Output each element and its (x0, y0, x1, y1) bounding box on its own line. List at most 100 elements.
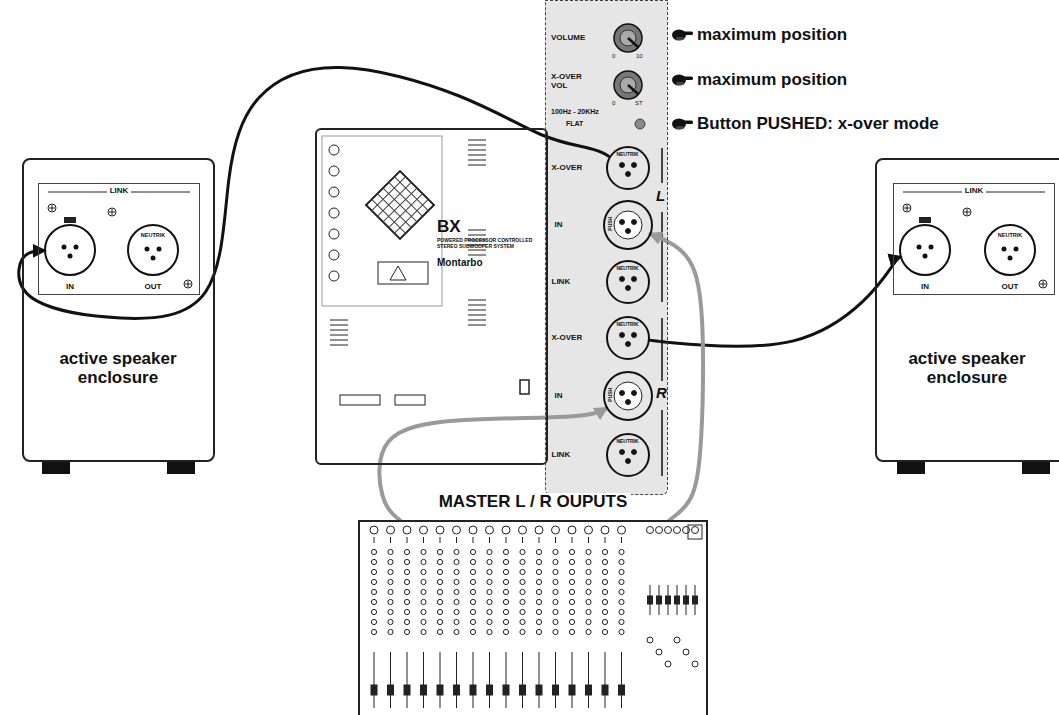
cable (19, 67, 609, 318)
subwoofer-back-panel (315, 128, 548, 465)
mixer-knob (437, 589, 442, 594)
mixer-knob (437, 569, 442, 574)
mixer-input (502, 526, 510, 534)
mixer-fader (454, 685, 460, 695)
mixer-knob (421, 589, 426, 594)
drawing-part (897, 462, 925, 474)
mixer-knob (503, 599, 508, 604)
mixer-fader-slot (456, 652, 457, 708)
node-text: LINK (552, 278, 571, 287)
mixer-fader (520, 685, 526, 695)
mixer-knob (371, 569, 376, 574)
drawing-part (42, 462, 70, 474)
vent-slot (468, 145, 486, 146)
mixer-knob (619, 619, 624, 624)
vent-slot (468, 310, 486, 311)
drawing-part (661, 212, 663, 302)
panel-jack-faces (614, 163, 642, 464)
combo-jack: INPUSH (603, 371, 653, 421)
node-text: active speaker enclosure (43, 350, 193, 387)
mixer-knob (437, 549, 442, 554)
node-text: X-OVER (552, 334, 583, 343)
mixer-knob (536, 629, 541, 634)
mixer-knob (487, 629, 492, 634)
vent-slot (330, 335, 348, 336)
mixer-knob (602, 579, 607, 584)
mixer-knob (553, 609, 558, 614)
mixer-knob (536, 609, 541, 614)
mixer-tick (539, 537, 540, 543)
mixer-knob (470, 629, 475, 634)
drawing-part (628, 38, 638, 47)
drawing-part (964, 209, 970, 215)
mixer-knob (586, 629, 591, 634)
master-knob (692, 661, 698, 667)
node-text: NEUTRIK (129, 232, 177, 238)
xlr-input-jack: IN (44, 224, 96, 276)
mixer-fader (536, 685, 542, 695)
mixer-input (585, 526, 593, 534)
mixer-knob (487, 569, 492, 574)
drawing-part (1022, 462, 1050, 474)
drawing-part (322, 136, 442, 306)
mixer-tick (407, 537, 408, 543)
drawing-part (390, 266, 406, 280)
master-output (656, 527, 663, 534)
vent-slot (468, 320, 486, 321)
mixer-knob (569, 599, 574, 604)
mixer-knob (487, 589, 492, 594)
node-text: VOLUME (551, 34, 585, 43)
master-output (674, 527, 681, 534)
setting-note: maximum position (697, 71, 847, 90)
drawing-part (366, 171, 434, 239)
speaker-enclosure: active speaker enclosureLINKINNEUTRIKOUT (22, 158, 215, 462)
mixer-knob (503, 609, 508, 614)
node-text: BX (437, 218, 461, 237)
node-text: X-OVER (552, 164, 583, 173)
node-text: FLAT (566, 120, 583, 128)
mixer-knob (553, 619, 558, 624)
vent-slot (330, 320, 348, 321)
node-text: NEUTRIK (608, 322, 648, 328)
mixer-fader-slot (489, 652, 490, 708)
mixer-knob (421, 609, 426, 614)
mixer-knob (503, 579, 508, 584)
node-text: IN (555, 392, 563, 401)
drawing-part (628, 85, 638, 94)
setting-note: Button PUSHED: x-over mode (697, 115, 939, 134)
vent-slot (468, 230, 486, 231)
mixer-knob (602, 619, 607, 624)
mixer-knob (404, 579, 409, 584)
mixer-fader (602, 685, 608, 695)
xlr-jack: X-OVERNEUTRIK (606, 146, 650, 190)
master-fader (693, 596, 698, 604)
mixer-knob (569, 549, 574, 554)
vent-slot (468, 155, 486, 156)
drawing-part (378, 262, 428, 284)
mixer-knob (404, 559, 409, 564)
mixer-knob (404, 619, 409, 624)
drawing-part (620, 333, 637, 347)
mixer-knob (470, 609, 475, 614)
mixer-knob (503, 569, 508, 574)
node-text: IN (555, 221, 563, 230)
drawing-part (185, 281, 191, 287)
mixer-knob (520, 579, 525, 584)
node-text: MASTER L / R OUPUTS (435, 493, 632, 512)
mixer-knob (602, 629, 607, 634)
mixer-tick (621, 537, 622, 543)
small-socket (329, 208, 339, 218)
mixer-tick (456, 537, 457, 543)
drawing-part (48, 204, 56, 212)
drawing-part (366, 171, 434, 239)
small-socket (329, 250, 339, 260)
drawing-part (917, 245, 934, 259)
mixer-knob (371, 549, 376, 554)
mixer-knob (619, 629, 624, 634)
xlr-output-jack: NEUTRIKOUT (984, 224, 1036, 276)
mixer-knob (602, 609, 607, 614)
cable (649, 257, 900, 346)
mixer-tick (473, 537, 474, 543)
mixer-knob (371, 619, 376, 624)
